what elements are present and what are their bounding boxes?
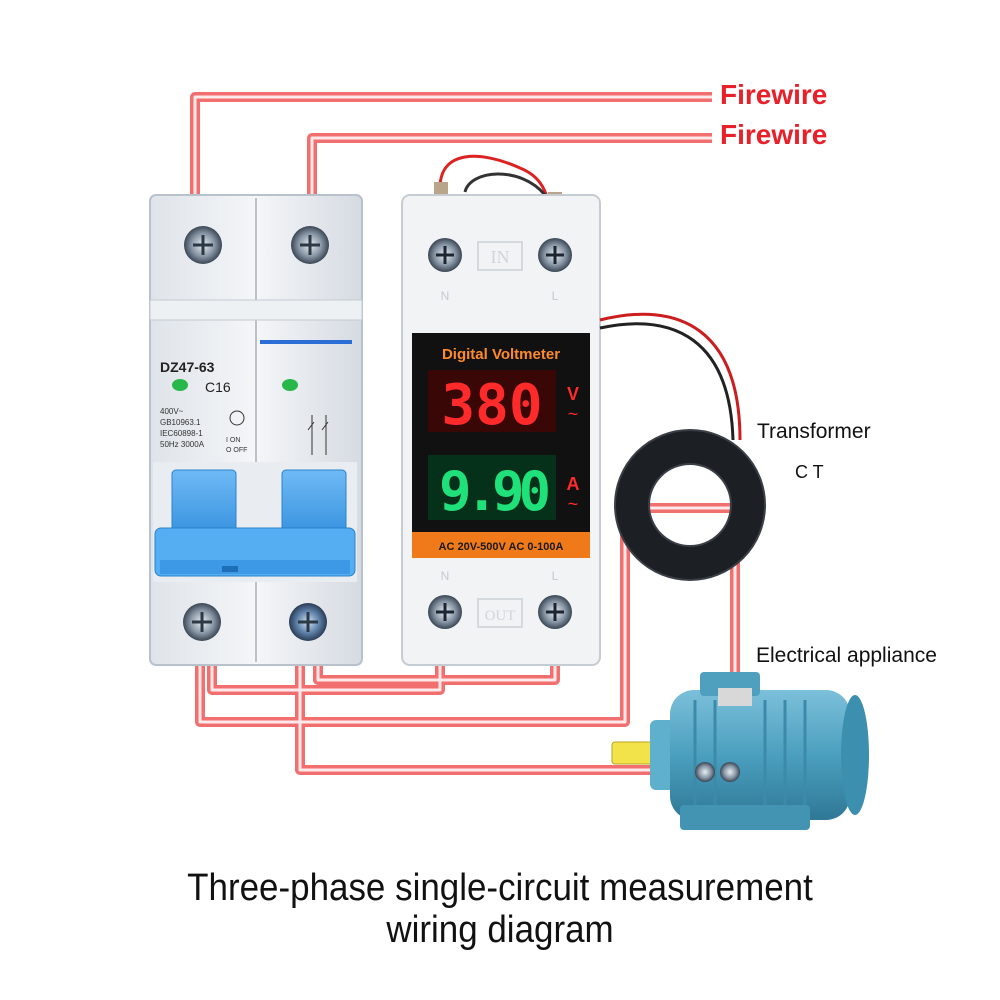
breaker-left-handle[interactable] [171,469,237,533]
breaker-left-indicator-icon [172,379,188,391]
breaker-off-label: O OFF [226,447,247,454]
meter-range-label: AC 20V-500V AC 0-100A [439,541,564,553]
svg-text:~: ~ [568,404,579,424]
motor-terminal-left-icon [695,762,715,782]
current-unit: A [567,474,580,494]
meter-in-label: IN [491,247,510,267]
current-transformer [614,429,766,581]
transformer-label: Transformer [757,420,871,443]
breaker-spec-line: 400V~ [160,407,184,416]
breaker-right-indicator-icon [282,379,298,391]
electric-motor [611,672,869,830]
breaker-schematic-icon [307,415,329,455]
svg-text:~: ~ [568,494,579,514]
breaker-spec-line: GB10963.1 [160,418,201,427]
breaker-model-label: DZ47-63 [160,359,215,375]
breaker-right-handle[interactable] [281,469,347,533]
breaker-spec-line: IEC60898-1 [160,429,203,438]
firewire-label-2: Firewire [720,119,828,150]
voltage-unit: V [567,384,579,404]
current-reading: 9.90 [439,460,549,523]
motor-terminal-right-icon [720,762,740,782]
ct-label: C T [795,462,824,482]
caption-line-1: Three-phase single-circuit measurement [187,867,813,909]
firewire-1-wire [190,92,712,210]
firewire-label-1: Firewire [720,79,828,110]
meter-out-l-terminal-label: L [552,569,559,583]
breaker-on-label: I ON [226,437,240,444]
meter-out-n-terminal-label: N [441,569,450,583]
appliance-label: Electrical appliance [756,644,937,667]
breaker-rating-label: C16 [205,379,231,395]
breaker-spec-line: 50Hz 3000A [160,440,205,449]
meter-in-n-terminal-label: N [441,289,450,303]
voltage-reading: 380 [441,373,542,438]
caption-line-2: wiring diagram [386,909,614,951]
meter-out-label: OUT [485,608,516,624]
meter-title: Digital Voltmeter [442,346,560,363]
meter-in-l-terminal-label: L [552,289,559,303]
ct-ring-icon [615,430,765,580]
meter-display-panel [412,333,590,558]
digital-voltmeter: IN N L Digital Voltmeter 380 V ~ 9.90 A … [401,154,601,666]
